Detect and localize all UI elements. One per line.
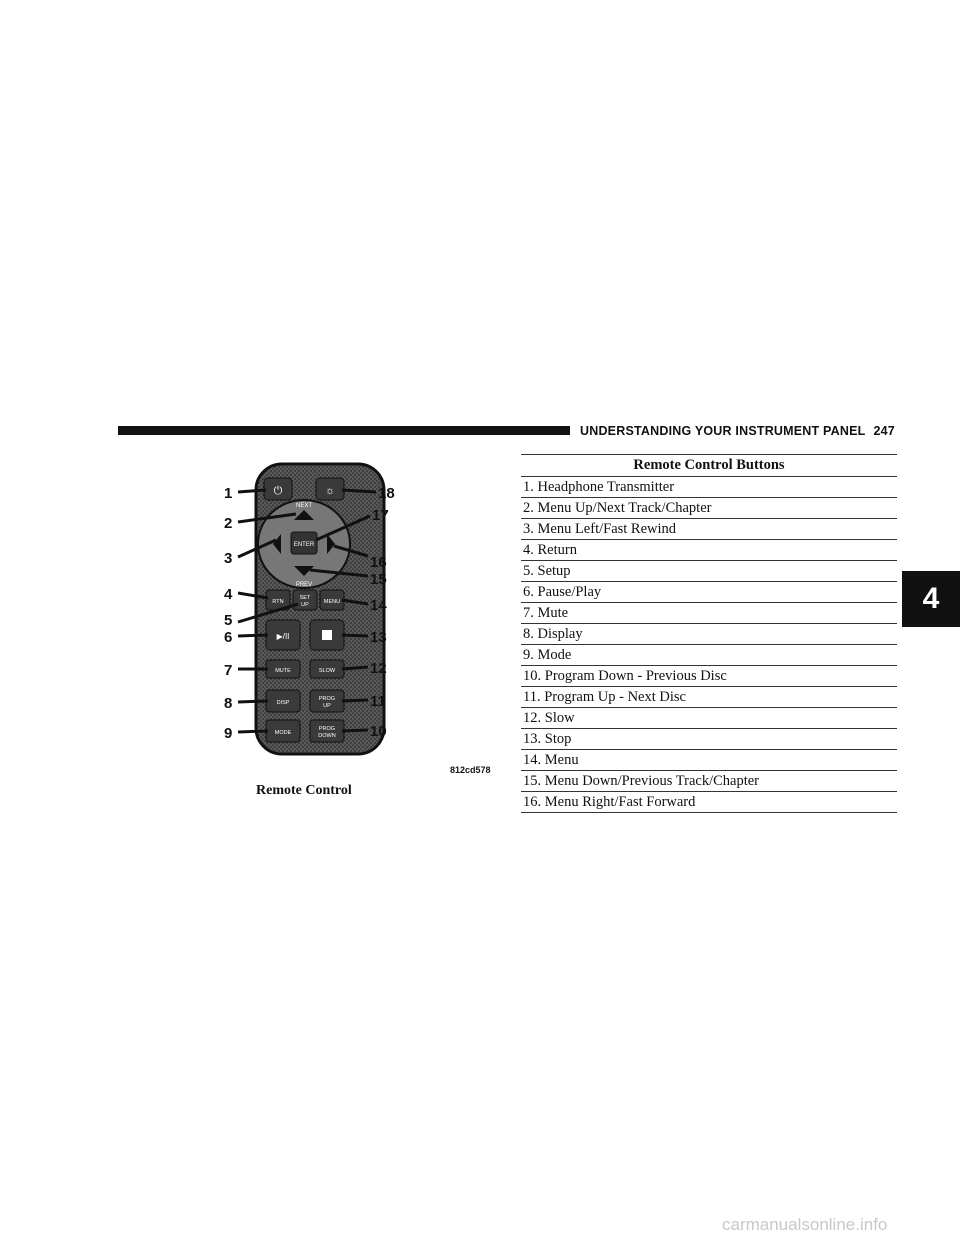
slow-label: SLOW (319, 668, 336, 674)
setup-button (292, 589, 318, 611)
remote-control-illustration: ⏻ ☼ NEXT ENTER PREV RTN SET UP MENU ▶/II… (224, 462, 395, 756)
callout-number: 7 (224, 662, 232, 679)
left-arrow-icon (273, 534, 281, 554)
table-title: Remote Control Buttons (521, 454, 897, 477)
callout-numbers-right: 18 17 16 15 14 13 12 11 10 (370, 485, 395, 740)
table-row: 8. Display (521, 624, 897, 645)
next-label: NEXT (296, 503, 312, 509)
program-up-label-line2: UP (323, 703, 331, 709)
table-row: 2. Menu Up/Next Track/Chapter (521, 498, 897, 519)
section-title: UNDERSTANDING YOUR INSTRUMENT PANEL (580, 424, 866, 438)
table-row: 13. Stop (521, 729, 897, 750)
remote-control-figure: ⏻ ☼ NEXT ENTER PREV RTN SET UP MENU ▶/II… (218, 462, 498, 802)
setup-label-line2: UP (301, 602, 309, 608)
mute-label: MUTE (275, 668, 291, 674)
callout-number: 5 (224, 612, 232, 629)
enter-label: ENTER (294, 542, 315, 548)
callout-number: 11 (370, 693, 386, 710)
return-label: RTN (272, 599, 283, 605)
running-header: UNDERSTANDING YOUR INSTRUMENT PANEL 247 (580, 424, 895, 438)
menu-label: MENU (324, 599, 340, 605)
table-row: 11. Program Up - Next Disc (521, 687, 897, 708)
figure-code: 812cd578 (450, 765, 491, 775)
play-pause-icon: ▶/II (277, 632, 290, 641)
table-row: 9. Mode (521, 645, 897, 666)
callout-number: 12 (370, 660, 387, 677)
callout-number: 1 (224, 485, 232, 502)
figure-caption: Remote Control (256, 783, 352, 798)
callout-number: 16 (370, 554, 387, 571)
program-down-label-line1: PROG (319, 726, 335, 732)
callout-number: 13 (370, 629, 387, 646)
callout-number: 8 (224, 695, 232, 712)
callout-number: 2 (224, 515, 232, 532)
page-number: 247 (873, 424, 895, 438)
table-row: 7. Mute (521, 603, 897, 624)
program-down-label-line2: DOWN (318, 733, 335, 739)
down-arrow-icon (294, 566, 314, 576)
enter-button (290, 531, 318, 555)
table-row: 1. Headphone Transmitter (521, 477, 897, 498)
chapter-tab[interactable]: 4 (902, 571, 960, 627)
table-row: 14. Menu (521, 750, 897, 771)
right-arrow-icon (327, 534, 335, 554)
remote-buttons-table: Remote Control Buttons 1. Headphone Tran… (521, 454, 897, 813)
table-row: 4. Return (521, 540, 897, 561)
setup-label-line1: SET (300, 595, 311, 601)
table-row: 12. Slow (521, 708, 897, 729)
callout-number: 3 (224, 550, 232, 567)
callout-number: 18 (378, 485, 395, 502)
program-up-label-line1: PROG (319, 696, 335, 702)
header-rule (118, 426, 570, 435)
callout-leader-lines (237, 488, 377, 734)
callout-number: 10 (370, 723, 387, 740)
table-row: 16. Menu Right/Fast Forward (521, 792, 897, 813)
table-row: 3. Menu Left/Fast Rewind (521, 519, 897, 540)
callout-number: 4 (224, 586, 233, 603)
stop-icon (322, 630, 332, 640)
headphone-icon: ⏻ (274, 485, 283, 497)
display-label: DISP (277, 700, 290, 706)
prev-label: PREV (296, 582, 312, 588)
table-row: 10. Program Down - Previous Disc (521, 666, 897, 687)
callout-number: 9 (224, 725, 232, 742)
table-row: 6. Pause/Play (521, 582, 897, 603)
callout-numbers-left: 1 2 3 4 5 6 7 8 9 (224, 485, 233, 742)
table-row: 15. Menu Down/Previous Track/Chapter (521, 771, 897, 792)
callout-number: 17 (372, 507, 389, 524)
watermark[interactable]: carmanualsonline.info (722, 1215, 888, 1234)
light-icon: ☼ (325, 485, 335, 497)
table-row: 5. Setup (521, 561, 897, 582)
callout-number: 14 (370, 597, 387, 614)
callout-number: 15 (370, 571, 387, 588)
up-arrow-icon (294, 510, 314, 520)
callout-number: 6 (224, 629, 232, 646)
mode-label: MODE (275, 730, 292, 736)
